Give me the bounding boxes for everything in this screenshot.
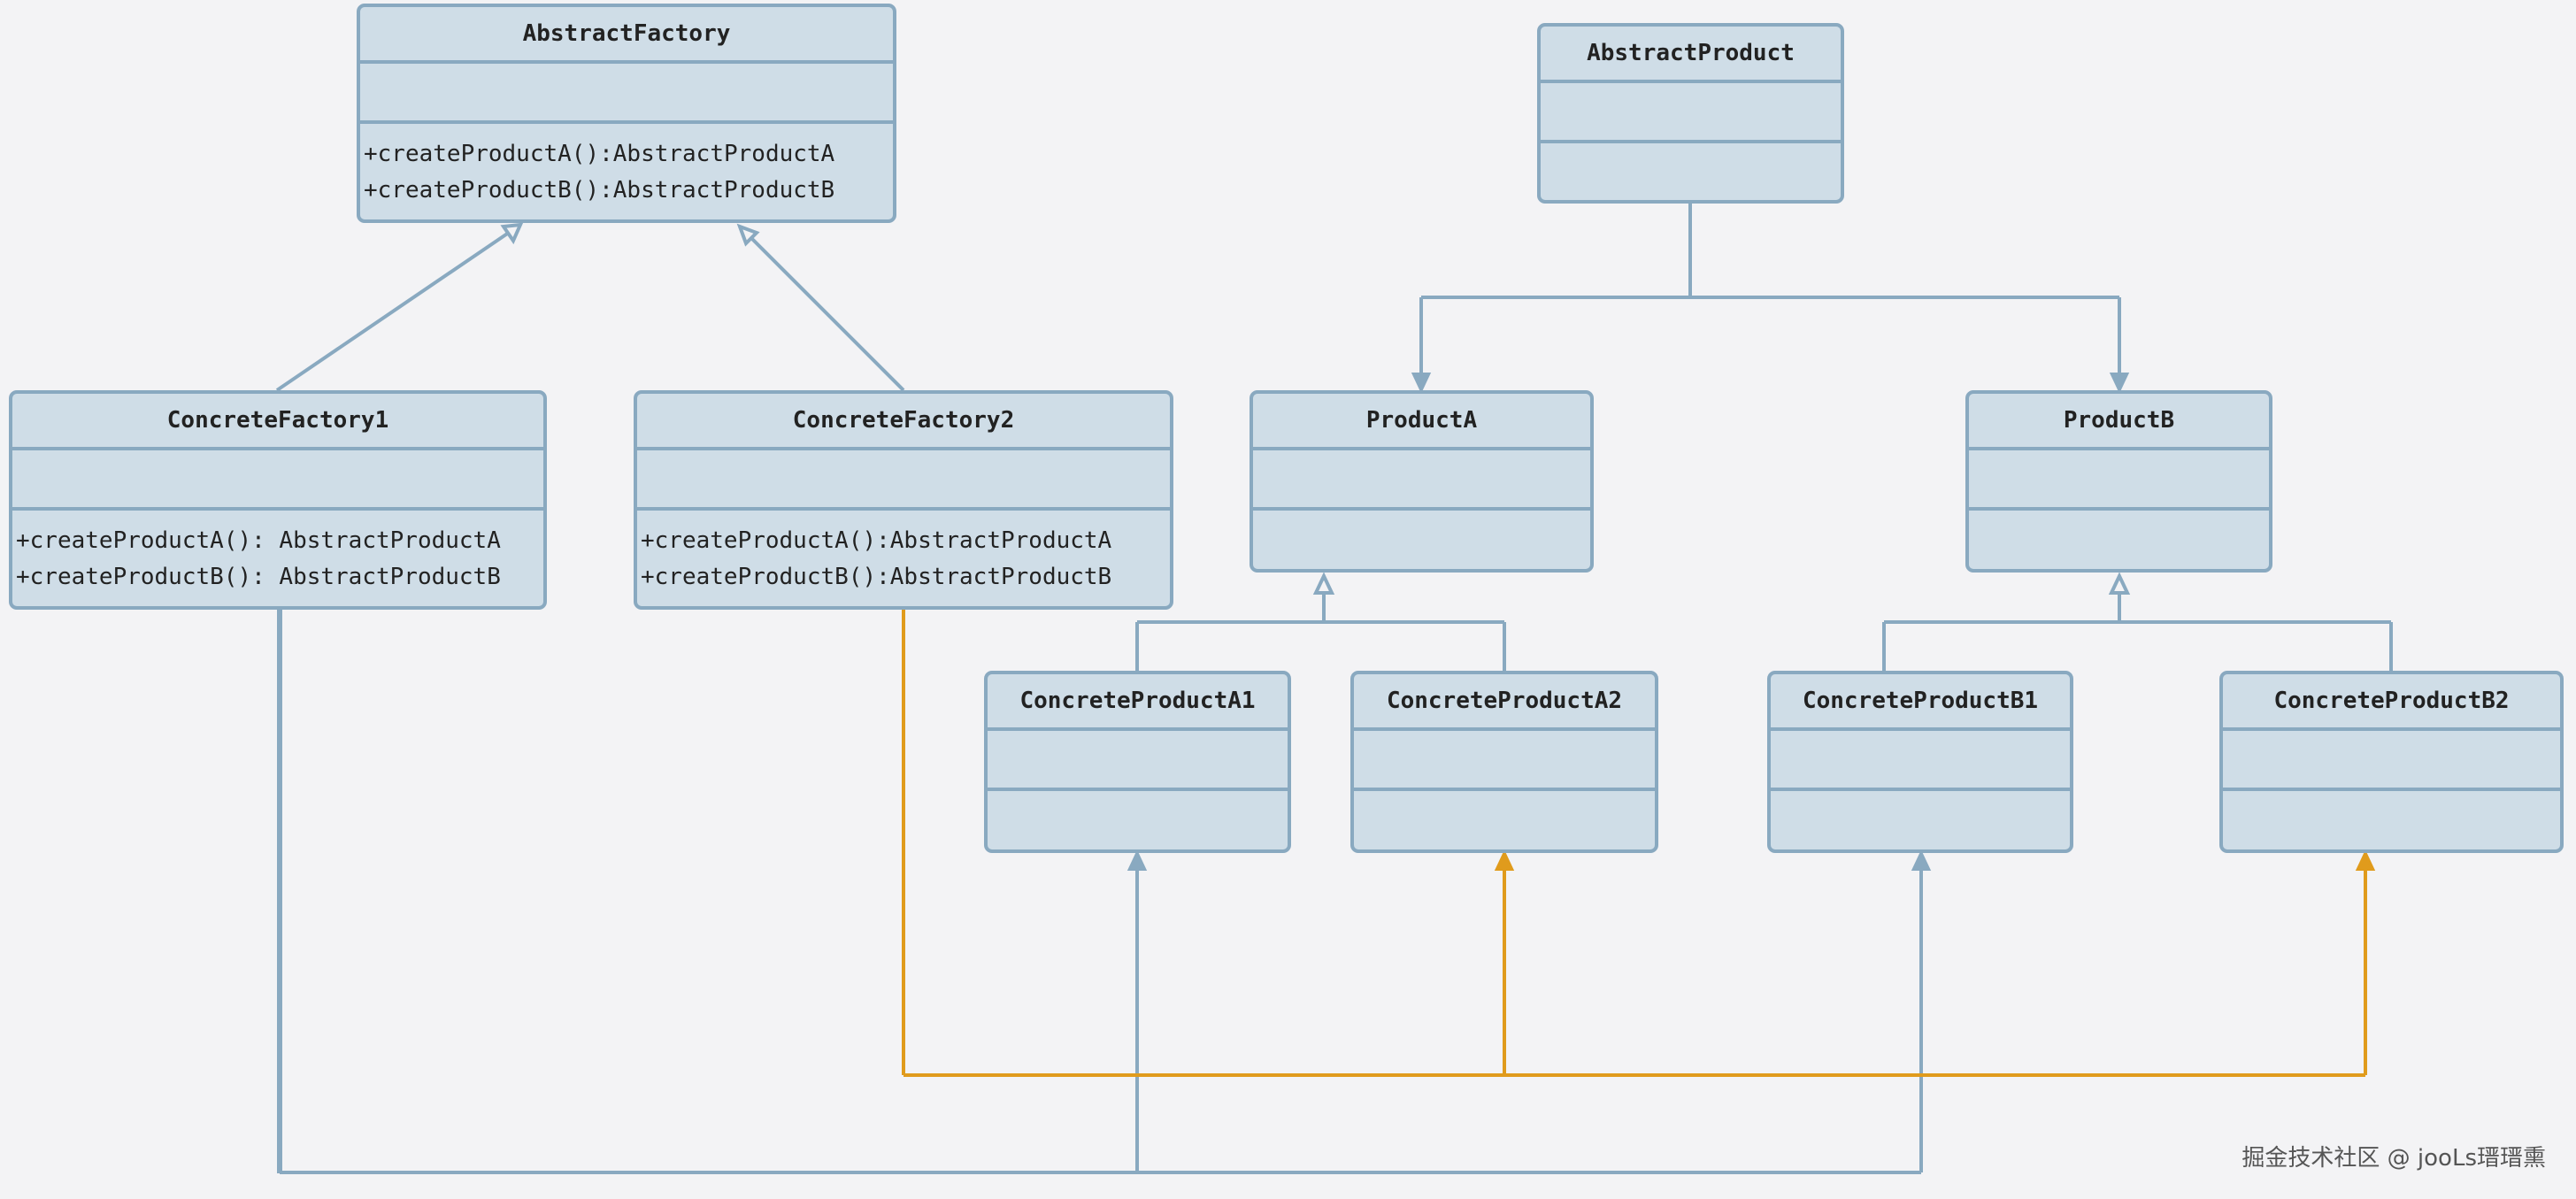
attributes-compartment — [1354, 731, 1655, 791]
concrete-factory2-class: ConcreteFactory2 +createProductA():Abstr… — [634, 390, 1173, 610]
arrowhead-product-a — [1411, 373, 1432, 394]
methods-compartment — [1253, 511, 1590, 569]
arrowhead-b2 — [2355, 849, 2376, 871]
concrete-product-b1-class: ConcreteProductB1 — [1767, 671, 2073, 853]
methods-compartment — [2223, 791, 2560, 849]
methods-compartment — [988, 791, 1288, 849]
abstract-product-class: AbstractProduct — [1537, 23, 1844, 204]
class-name: ConcreteProductB2 — [2223, 674, 2560, 731]
attributes-compartment — [360, 64, 893, 124]
concrete-product-a2-class: ConcreteProductA2 — [1350, 671, 1658, 853]
class-name: AbstractProduct — [1541, 27, 1841, 83]
watermark: 掘金技术社区 @ jooLs瑨瑨熏 — [2242, 1145, 2546, 1172]
method: +createProductA():AbstractProductA — [641, 527, 1112, 554]
attributes-compartment — [637, 450, 1170, 511]
class-name: ConcreteProductB1 — [1771, 674, 2070, 731]
attributes-compartment — [2223, 731, 2560, 791]
concrete-product-a1-class: ConcreteProductA1 — [984, 671, 1291, 853]
class-name: ProductA — [1253, 394, 1590, 450]
method: +createProductB():AbstractProductB — [364, 177, 835, 204]
concrete-factory1-class: ConcreteFactory1 +createProductA(): Abst… — [9, 390, 547, 610]
attributes-compartment — [1253, 450, 1590, 511]
class-name: ConcreteProductA2 — [1354, 674, 1655, 731]
attributes-compartment — [1969, 450, 2269, 511]
methods-compartment: +createProductA(): AbstractProductA +crea… — [12, 511, 543, 606]
methods-compartment — [1541, 143, 1841, 200]
arrowhead-product-b — [2109, 373, 2130, 394]
arrowhead-b1 — [1911, 849, 1932, 871]
methods-compartment: +createProductA():AbstractProductA +creat… — [360, 124, 893, 219]
concrete-product-b2-class: ConcreteProductB2 — [2219, 671, 2564, 853]
class-name: ConcreteFactory1 — [12, 394, 543, 450]
class-name: ConcreteFactory2 — [637, 394, 1170, 450]
product-a-class: ProductA — [1250, 390, 1594, 573]
method: +createProductA():AbstractProductA — [364, 141, 835, 167]
attributes-compartment — [1541, 83, 1841, 143]
class-name: ConcreteProductA1 — [988, 674, 1288, 731]
class-name: ProductB — [1969, 394, 2269, 450]
inherit-factory1-line — [275, 223, 522, 392]
methods-compartment — [1969, 511, 2269, 569]
arrowhead-a1 — [1127, 849, 1148, 871]
attributes-compartment — [988, 731, 1288, 791]
method: +createProductA(): AbstractProductA — [16, 527, 501, 554]
class-name: AbstractFactory — [360, 7, 893, 64]
methods-compartment — [1354, 791, 1655, 849]
abstract-factory-class: AbstractFactory +createProductA():Abstra… — [357, 4, 896, 223]
inherit-arrowhead-product-b — [2108, 572, 2131, 595]
attributes-compartment — [12, 450, 543, 511]
arrowhead-a2 — [1494, 849, 1515, 871]
inherit-arrowhead-factory1 — [500, 222, 524, 245]
inherit-arrowhead-product-a — [1312, 572, 1335, 595]
inherit-arrowhead-factory2 — [736, 223, 760, 247]
method: +createProductB():AbstractProductB — [641, 564, 1112, 590]
methods-compartment — [1771, 791, 2070, 849]
attributes-compartment — [1771, 731, 2070, 791]
method: +createProductB(): AbstractProductB — [16, 564, 501, 590]
inherit-factory2-line — [738, 225, 905, 392]
methods-compartment: +createProductA():AbstractProductA +creat… — [637, 511, 1170, 606]
product-b-class: ProductB — [1965, 390, 2272, 573]
